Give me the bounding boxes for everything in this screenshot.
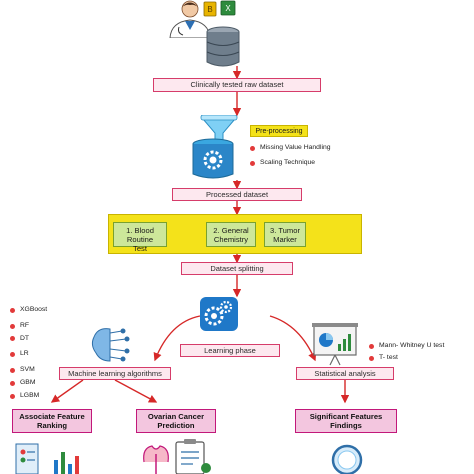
ml-algorithms-label: Machine learning algorithms bbox=[68, 369, 162, 378]
ml-model-item: GBM bbox=[10, 378, 47, 389]
preprocessing-title: Pre-processing bbox=[250, 125, 308, 137]
arrow-ml-to-prediction bbox=[114, 379, 158, 403]
brain-network-icon bbox=[91, 328, 130, 362]
feature-group-tumor-marker: 3. Tumor Marker bbox=[264, 222, 306, 247]
stat-test-item: Mann- Whitney U test bbox=[369, 341, 444, 352]
arrow-ml-to-ranking bbox=[50, 379, 84, 403]
bullet-icon bbox=[10, 380, 15, 386]
ml-model-item: XGBoost bbox=[10, 305, 47, 316]
feature-group-general-chemistry: 2. General Chemistry bbox=[206, 222, 256, 247]
gear-icon bbox=[200, 297, 238, 331]
processed-dataset-label: Processed dataset bbox=[205, 190, 269, 199]
bullet-icon bbox=[10, 336, 15, 342]
bullet-icon bbox=[10, 307, 15, 313]
learning-phase-label: Learning phase bbox=[204, 346, 256, 355]
svg-text:B: B bbox=[207, 5, 212, 14]
ml-model-item: RF bbox=[10, 321, 47, 332]
learning-phase-box: Learning phase bbox=[180, 344, 280, 357]
statistical-analysis-label: Statistical analysis bbox=[314, 369, 376, 378]
significant-findings-box: Significant Features Findings bbox=[295, 409, 397, 433]
ml-model-item: DT bbox=[10, 334, 47, 345]
bullet-icon bbox=[369, 343, 374, 349]
arrow-learning-to-stats bbox=[269, 315, 317, 362]
stat-test-item: T- test bbox=[369, 353, 444, 364]
database-icon bbox=[206, 26, 240, 67]
dataset-splitting-box: Dataset splitting bbox=[181, 262, 293, 275]
dataset-splitting-label: Dataset splitting bbox=[210, 264, 264, 273]
processed-dataset-box: Processed dataset bbox=[172, 188, 302, 201]
preprocessing-list: Missing Value Handling Scaling Technique bbox=[250, 143, 331, 169]
medical-report-icon bbox=[143, 439, 211, 474]
presentation-chart-icon bbox=[312, 323, 358, 366]
bullet-icon bbox=[10, 393, 15, 399]
magnifier-icon bbox=[331, 444, 363, 474]
ml-model-item: SVM bbox=[10, 365, 47, 376]
preprocessing-item: Missing Value Handling bbox=[250, 143, 331, 154]
associate-ranking-box: Associate Feature Ranking bbox=[12, 409, 92, 433]
ml-algorithms-box: Machine learning algorithms bbox=[59, 367, 171, 380]
raw-dataset-label: Clinically tested raw dataset bbox=[190, 80, 284, 89]
bullet-icon bbox=[10, 368, 15, 374]
bullet-icon bbox=[10, 352, 15, 358]
bullet-icon bbox=[250, 160, 255, 166]
preprocessing-item: Scaling Technique bbox=[250, 158, 331, 169]
bullet-icon bbox=[250, 145, 255, 151]
stat-tests-list: Mann- Whitney U test T- test bbox=[369, 341, 444, 364]
arrow-learning-to-ml bbox=[153, 315, 201, 362]
spreadsheet-icon: B X bbox=[203, 0, 236, 17]
raw-dataset-box: Clinically tested raw dataset bbox=[153, 78, 321, 92]
preprocessing-title-label: Pre-processing bbox=[255, 128, 303, 135]
statistical-analysis-box: Statistical analysis bbox=[296, 367, 394, 380]
bar-chart-icon bbox=[15, 443, 79, 474]
ovarian-prediction-box: Ovarian Cancer Prediction bbox=[136, 409, 216, 433]
ml-model-item: LGBM bbox=[10, 391, 47, 402]
bullet-icon bbox=[10, 323, 15, 329]
svg-text:X: X bbox=[225, 4, 231, 13]
bullet-icon bbox=[369, 355, 374, 361]
feature-group-blood-routine: 1. Blood Routine Test bbox=[113, 222, 167, 253]
ml-models-list: XGBoost RF DT LR SVM GBM LGBM bbox=[10, 305, 47, 402]
ml-model-item: LR bbox=[10, 349, 47, 360]
gear-database-icon bbox=[192, 138, 234, 179]
